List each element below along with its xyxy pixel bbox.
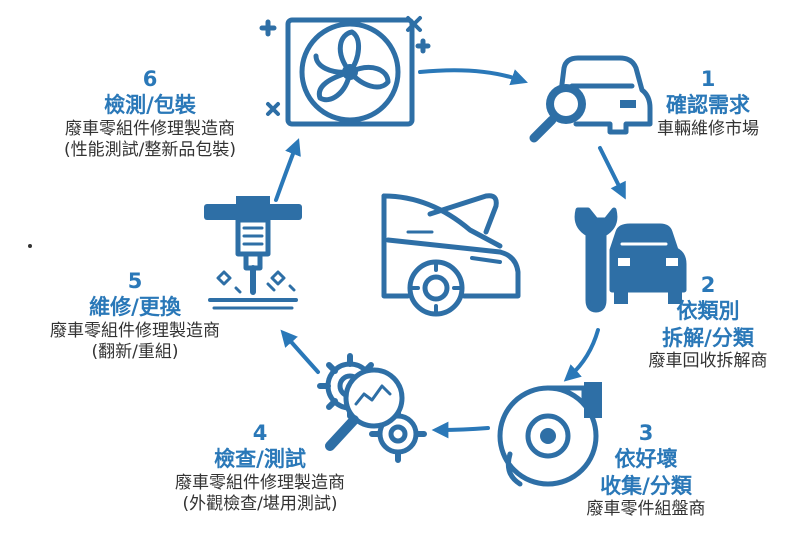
turbocharger-icon [497, 382, 602, 487]
step-description: 廢車回收拆解商 [648, 350, 768, 371]
step-description-line-2: (性能測試/整新品包裝) [64, 139, 236, 160]
step-title: 檢測/包裝 [104, 93, 196, 118]
step-description-line-2: (外觀檢查/堪用測試) [182, 493, 338, 514]
arrow-3-to-4 [431, 421, 490, 439]
step-description-line-1: 廢車零組件修理製造商 [50, 320, 220, 341]
step-number: 4 [252, 421, 268, 445]
step-number: 6 [142, 67, 158, 91]
step-3-label: 3 依好壞 收集/分類 廢車零件組盤商 [566, 420, 726, 520]
step-description: 車輛維修市場 [657, 118, 759, 139]
step-title-line-2: 收集/分類 [600, 473, 692, 498]
step-5-label: 5 維修/更換 廢車零組件修理製造商 (翻新/重組) [20, 268, 250, 363]
step-6-label: 6 檢測/包裝 廢車零組件修理製造商 (性能測試/整新品包裝) [30, 66, 270, 161]
car-magnifier-icon [529, 55, 653, 143]
step-2-label: 2 依類別 拆解/分類 廢車回收拆解商 [618, 272, 798, 372]
step-title-line-2: 拆解/分類 [662, 325, 754, 350]
arrow-6-to-1 [418, 68, 528, 86]
jackhammer-icon [204, 196, 302, 310]
gear-magnifier-icon [317, 353, 427, 463]
fan-icon [259, 16, 431, 127]
step-description-line-1: 廢車零組件修理製造商 [65, 118, 235, 139]
step-title: 維修/更換 [89, 295, 181, 320]
step-number: 2 [700, 273, 716, 297]
wrench-car-icon [574, 207, 687, 313]
step-description-line-2: (翻新/重組) [91, 341, 179, 362]
step-number: 1 [700, 67, 716, 91]
arrow-2-to-3 [563, 328, 600, 382]
dot-decoration [28, 244, 32, 248]
step-title-line-1: 依類別 [676, 299, 740, 324]
step-description-line-1: 廢車零組件修理製造商 [175, 472, 345, 493]
step-number: 5 [127, 269, 143, 293]
arrow-5-to-6 [274, 138, 301, 202]
step-number: 3 [638, 421, 654, 445]
cycle-arrows [274, 68, 626, 439]
step-description: 廢車零件組盤商 [586, 498, 706, 519]
step-title-line-1: 依好壞 [614, 447, 678, 472]
arrow-4-to-5 [280, 329, 320, 374]
step-4-label: 4 檢查/測試 廢車零組件修理製造商 (外觀檢查/堪用測試) [140, 420, 380, 515]
step-title: 檢查/測試 [214, 447, 306, 472]
step-title: 確認需求 [666, 93, 750, 118]
arrow-1-to-2 [598, 146, 626, 200]
car-open-hood-icon [381, 193, 521, 317]
step-1-label: 1 確認需求 車輛維修市場 [628, 66, 788, 140]
